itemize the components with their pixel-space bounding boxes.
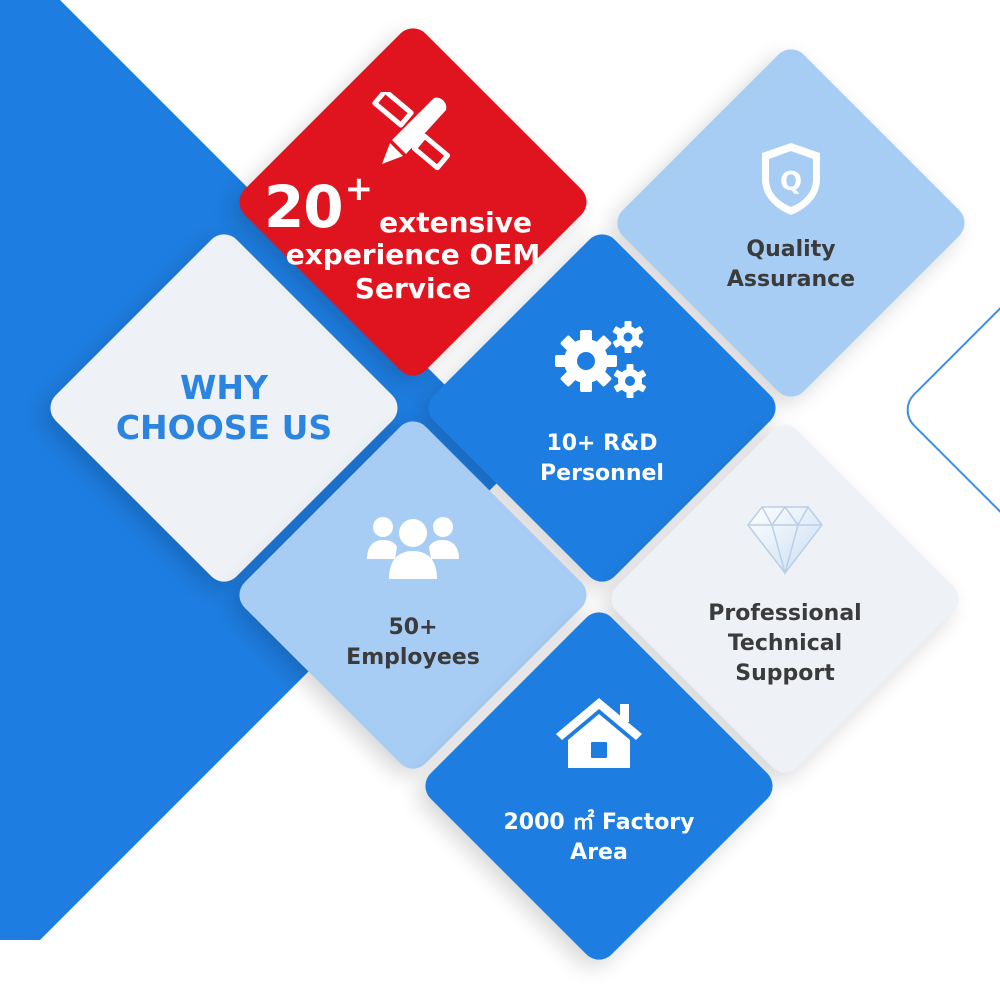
quality-assurance-label: Quality Assurance (726, 237, 856, 292)
rd-personnel-tile: 10+ R&D Personnel (420, 226, 784, 590)
people-group-icon (366, 517, 459, 579)
factory-area-label: 2000 ㎡ Factory Area (503, 810, 695, 865)
oem-plus: + (344, 169, 374, 209)
why-choose-us-tile: WHY CHOOSE US (42, 226, 406, 590)
oem-headline: 20 + extensive (263, 172, 533, 241)
gears-icon (554, 321, 647, 398)
rd-personnel-label: 10+ R&D Personnel (540, 431, 664, 486)
quality-assurance-tile: Q Quality Assurance (609, 41, 973, 405)
diamond-icon (747, 505, 823, 575)
outline-diamond-decoration (906, 276, 1000, 544)
oem-first-line: extensive (379, 206, 533, 239)
employees-tile: 50+ Employees (231, 413, 595, 777)
technical-support-label: Professional Technical Support (708, 601, 862, 686)
shield-q-letter: Q (780, 167, 802, 197)
employees-label: 50+ Employees (346, 615, 480, 670)
shield-q-icon: Q (761, 143, 820, 215)
oem-number: 20 (263, 173, 344, 241)
house-icon (556, 698, 642, 768)
oem-experience-tile: 20 + extensive experience OEM Service (231, 20, 595, 384)
factory-area-tile: 2000 ㎡ Factory Area (417, 604, 781, 968)
why-choose-us-heading: WHY CHOOSE US (115, 368, 333, 447)
pencil-ruler-icon (372, 92, 451, 171)
technical-support-tile: Professional Technical Support (603, 417, 967, 781)
oem-label: experience OEM Service (285, 238, 541, 305)
